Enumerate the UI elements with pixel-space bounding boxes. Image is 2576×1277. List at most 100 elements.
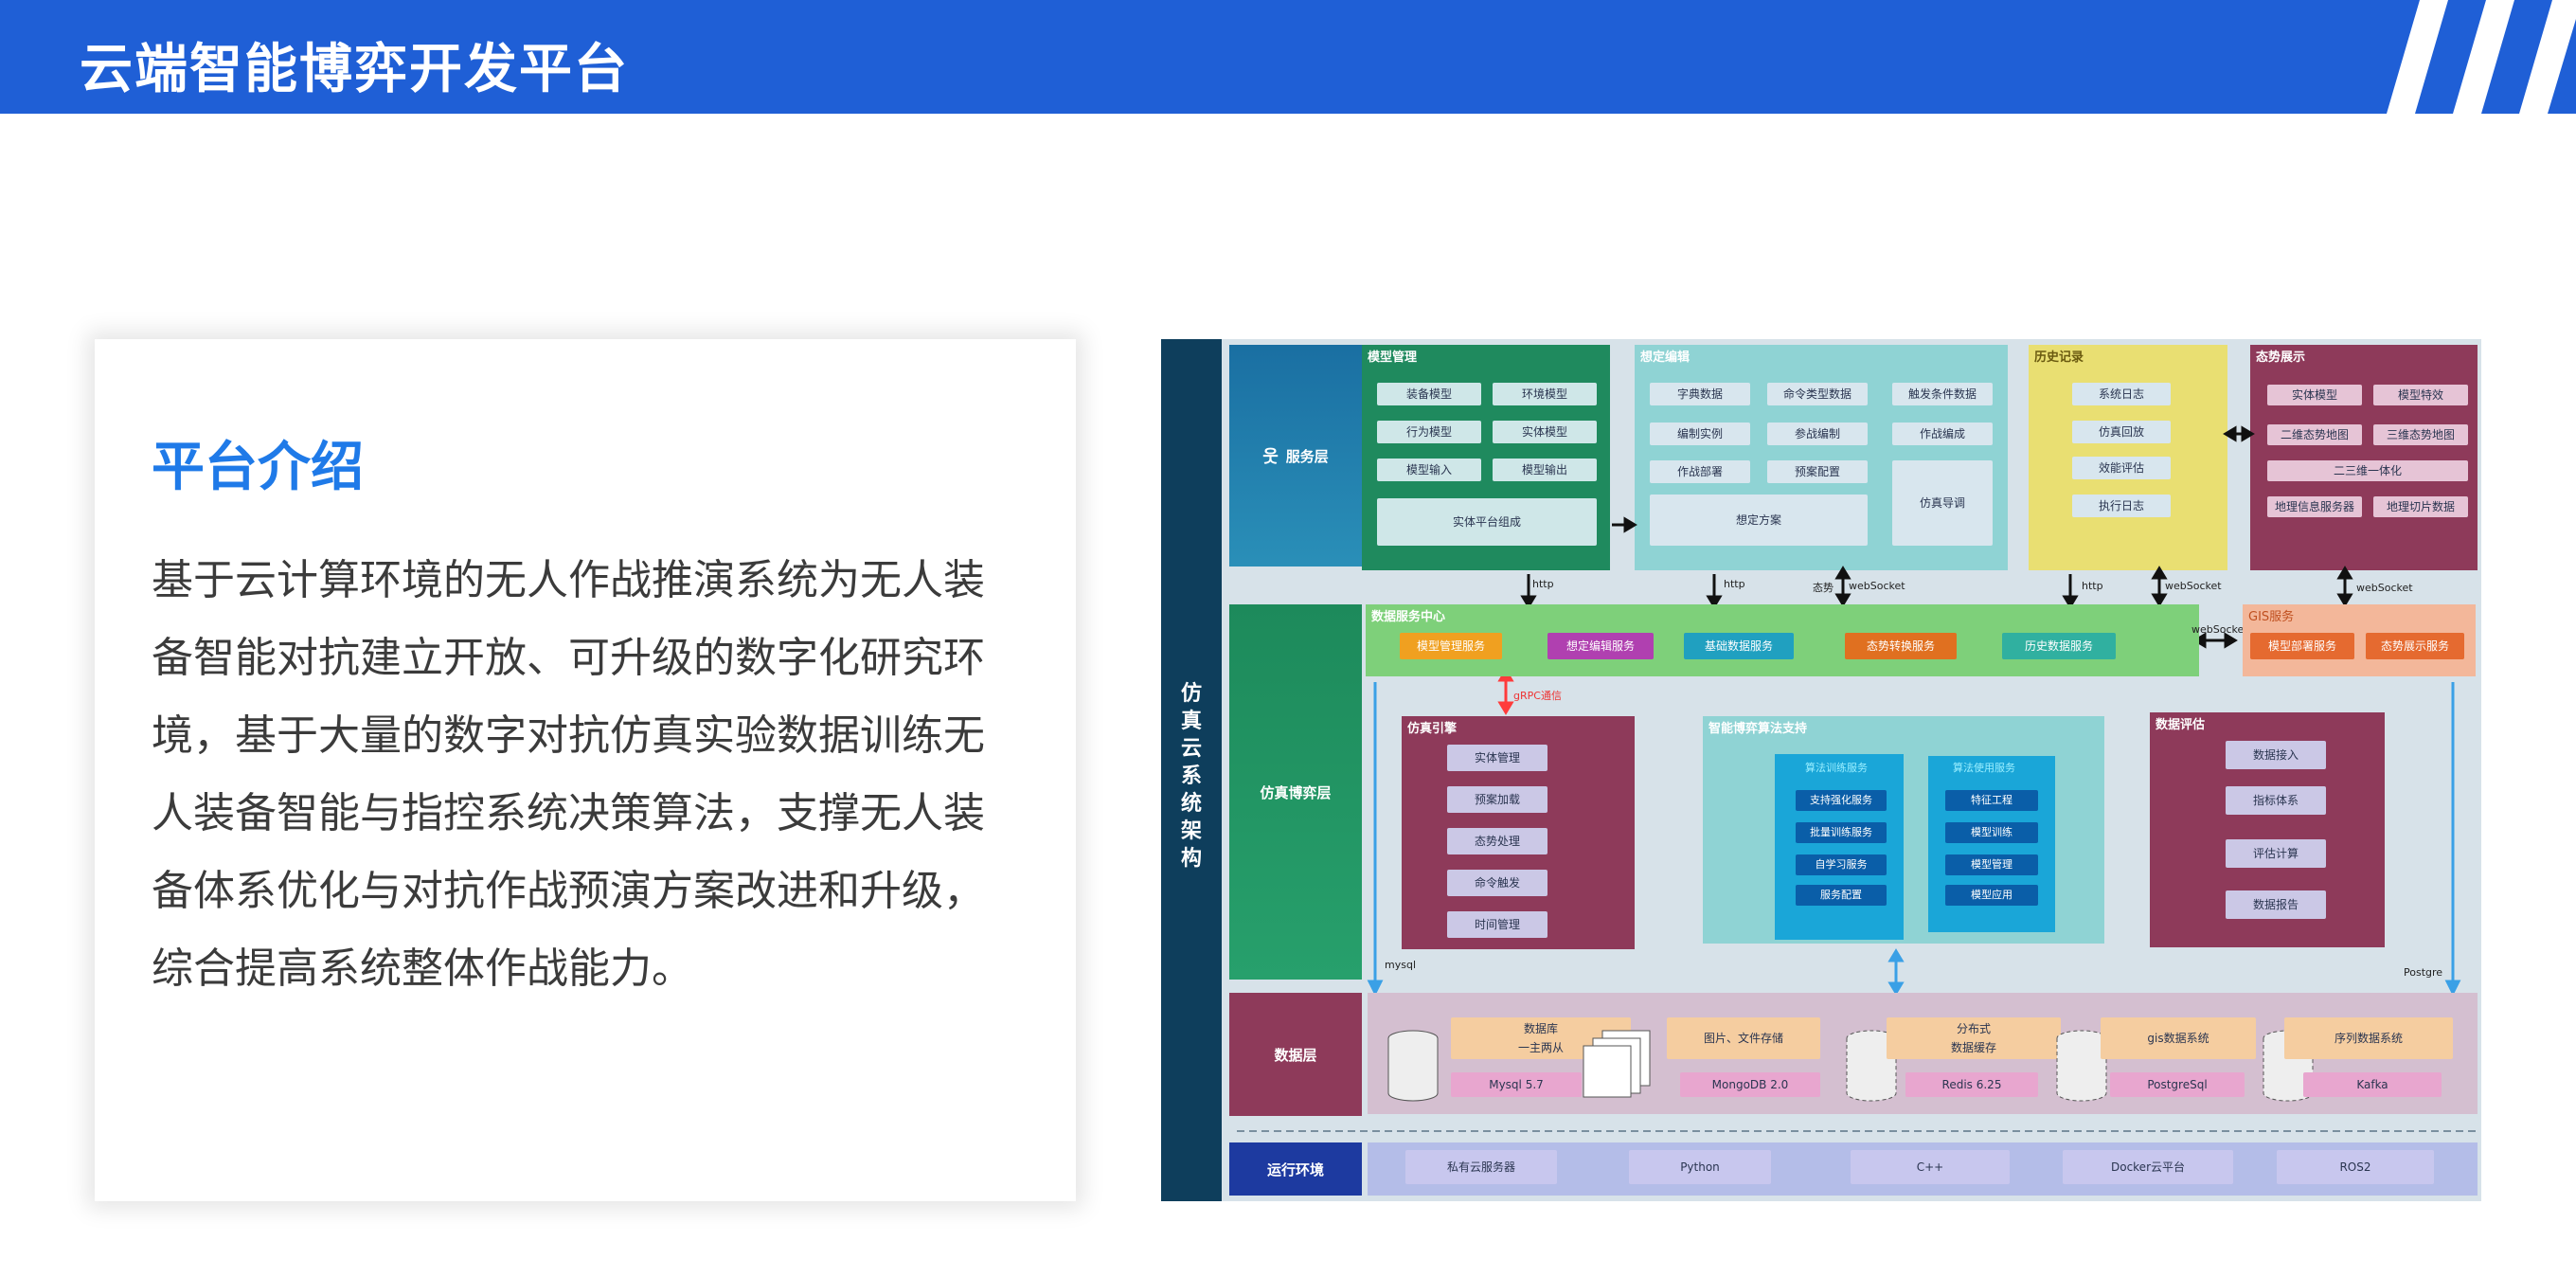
tile-model-train: 模型训练 xyxy=(1945,822,2038,843)
runtime-python: Python xyxy=(1629,1150,1771,1184)
tile-trigger: 触发条件数据 xyxy=(1892,383,1993,405)
layer-runtime: 运行环境 xyxy=(1229,1142,1362,1196)
connector-arrows xyxy=(1237,425,2478,1132)
header-bar: 云端智能博弈开发平台 xyxy=(0,0,2576,114)
tile-system-log: 系统日志 xyxy=(2072,383,2171,405)
tile-model-mgmt-ai: 模型管理 xyxy=(1945,854,2038,875)
tile-2d3d: 二三维一体化 xyxy=(2267,460,2468,481)
tile-env-model: 环境模型 xyxy=(1493,383,1597,405)
tile-state-conv-svc: 态势转换服务 xyxy=(1845,633,1957,659)
storage-title-postgresql: gis数据系统 xyxy=(2101,1017,2256,1059)
tile-feature-eng: 特征工程 xyxy=(1945,790,2038,811)
link-http-3: http xyxy=(2082,580,2103,592)
tile-effect-eval: 效能评估 xyxy=(2072,457,2171,479)
layer-sim: 仿真博弈层 xyxy=(1229,604,1362,980)
tile-batch-svc: 批量训练服务 xyxy=(1796,822,1887,843)
situation-title: 态势展示 xyxy=(2256,351,2306,365)
gis-db-icon xyxy=(2056,1030,2107,1102)
storage-db-mysql: Mysql 5.7 xyxy=(1451,1072,1582,1097)
gis-title: GIS服务 xyxy=(2248,610,2295,624)
history-title: 历史记录 xyxy=(2034,351,2084,365)
link-http-2: http xyxy=(1724,578,1745,590)
tile-model-input: 模型输入 xyxy=(1377,459,1481,481)
cache-icon xyxy=(1846,1030,1897,1102)
tile-org: 参战编制 xyxy=(1767,423,1868,445)
tile-plan-load: 预案加载 xyxy=(1447,786,1547,813)
storage-title-mongodb: 图片、文件存储 xyxy=(1667,1017,1820,1059)
storage-db-mongodb: MongoDB 2.0 xyxy=(1680,1072,1820,1097)
tile-behavior-model: 行为模型 xyxy=(1377,421,1481,443)
data-center-title: 数据服务中心 xyxy=(1371,610,1446,624)
tile-basic-data-svc: 基础数据服务 xyxy=(1684,633,1794,659)
runtime-private-cloud: 私有云服务器 xyxy=(1405,1150,1557,1184)
decorative-stripes xyxy=(2387,0,2576,114)
ai-use-title: 算法使用服务 xyxy=(1953,762,2015,774)
tile-equipment-model: 装备模型 xyxy=(1377,383,1481,405)
tile-scenario-svc: 想定编辑服务 xyxy=(1547,633,1654,659)
page-title: 云端智能博弈开发平台 xyxy=(80,39,629,100)
situation-group xyxy=(2250,345,2478,570)
tile-2d-map: 二维态势地图 xyxy=(2267,424,2362,445)
tile-model-apply: 模型应用 xyxy=(1945,885,2038,906)
tile-geo-slice: 地理切片数据 xyxy=(2373,496,2468,517)
person-icon: 웃 xyxy=(1262,447,1279,467)
tile-entity-model-2: 实体模型 xyxy=(2267,385,2362,405)
tile-sim-guide: 仿真导调 xyxy=(1892,460,1993,546)
tile-plan-config: 预案配置 xyxy=(1767,460,1868,483)
link-mysql: mysql xyxy=(1385,959,1416,971)
tile-eval-calc: 评估计算 xyxy=(2226,839,2326,868)
tile-3d-map: 三维态势地图 xyxy=(2373,424,2468,445)
side-title: 仿真云系统架构 xyxy=(1180,682,1202,871)
intro-body: 基于云计算环境的无人作战推演系统为无人装备智能对抗建立开放、可升级的数字化研究环… xyxy=(152,556,985,993)
model-mgmt-title: 模型管理 xyxy=(1368,351,1418,365)
tile-data-access: 数据接入 xyxy=(2226,741,2326,769)
tile-model-effect: 模型特效 xyxy=(2373,385,2468,405)
tile-selflearn-svc: 自学习服务 xyxy=(1796,854,1887,875)
runtime-docker: Docker云平台 xyxy=(2063,1150,2233,1184)
link-ws-4: webSocket xyxy=(2191,623,2248,636)
layer-data: 数据层 xyxy=(1229,993,1362,1116)
tile-time-mgmt: 时间管理 xyxy=(1447,911,1547,938)
link-ws-2: webSocket xyxy=(2165,580,2222,592)
tile-formation: 作战编成 xyxy=(1892,423,1993,445)
link-state: 态势 xyxy=(1813,582,1834,594)
tile-model-mgmt-svc: 模型管理服务 xyxy=(1400,633,1502,659)
tile-exec-log: 执行日志 xyxy=(2072,495,2171,517)
runtime-ros2: ROS2 xyxy=(2277,1150,2434,1184)
tile-replay: 仿真回放 xyxy=(2072,421,2171,443)
tile-entity-mgmt: 实体管理 xyxy=(1447,745,1547,771)
link-grpc: gRPC通信 xyxy=(1513,690,1562,702)
link-http-1: http xyxy=(1532,578,1554,590)
tile-entity-model: 实体模型 xyxy=(1493,421,1597,443)
storage-db-postgresql: PostgreSql xyxy=(2110,1072,2245,1097)
intro-card: 平台介绍 基于云计算环境的无人作战推演系统为无人装备智能对抗建立开放、可升级的数… xyxy=(95,339,1076,1201)
tile-command-type: 命令类型数据 xyxy=(1767,383,1868,405)
link-postgre: Postgre xyxy=(2404,966,2443,979)
tile-org-instance: 编制实例 xyxy=(1650,423,1750,445)
storage-title-redis: 分布式 数据缓存 xyxy=(1887,1017,2061,1059)
tile-data-report: 数据报告 xyxy=(2226,890,2326,919)
tile-deployment: 作战部署 xyxy=(1650,460,1750,483)
link-ws-3: webSocket xyxy=(2356,582,2413,594)
database-icon xyxy=(1387,1030,1439,1102)
ai-train-title: 算法训练服务 xyxy=(1805,762,1868,774)
ai-train-col xyxy=(1775,754,1904,940)
runtime-cpp: C++ xyxy=(1851,1150,2010,1184)
documents-icon xyxy=(1583,1030,1651,1098)
tile-geo-server: 地理信息服务器 xyxy=(2267,496,2362,517)
tile-scenario-plan: 想定方案 xyxy=(1650,495,1868,546)
tile-model-output: 模型输出 xyxy=(1493,459,1597,481)
tile-state-proc: 态势处理 xyxy=(1447,828,1547,854)
tile-dictionary: 字典数据 xyxy=(1650,383,1750,405)
tile-index-system: 指标体系 xyxy=(2226,786,2326,815)
link-ws-1: webSocket xyxy=(1849,580,1905,592)
storage-title-kafka: 序列数据系统 xyxy=(2284,1017,2453,1059)
storage-db-kafka: Kafka xyxy=(2303,1072,2442,1097)
engine-title: 仿真引擎 xyxy=(1407,722,1458,736)
intro-title: 平台介绍 xyxy=(152,437,364,498)
ai-title: 智能博弈算法支持 xyxy=(1708,722,1808,736)
scenario-title: 想定编辑 xyxy=(1640,351,1690,365)
tile-cmd-trigger: 命令触发 xyxy=(1447,870,1547,896)
